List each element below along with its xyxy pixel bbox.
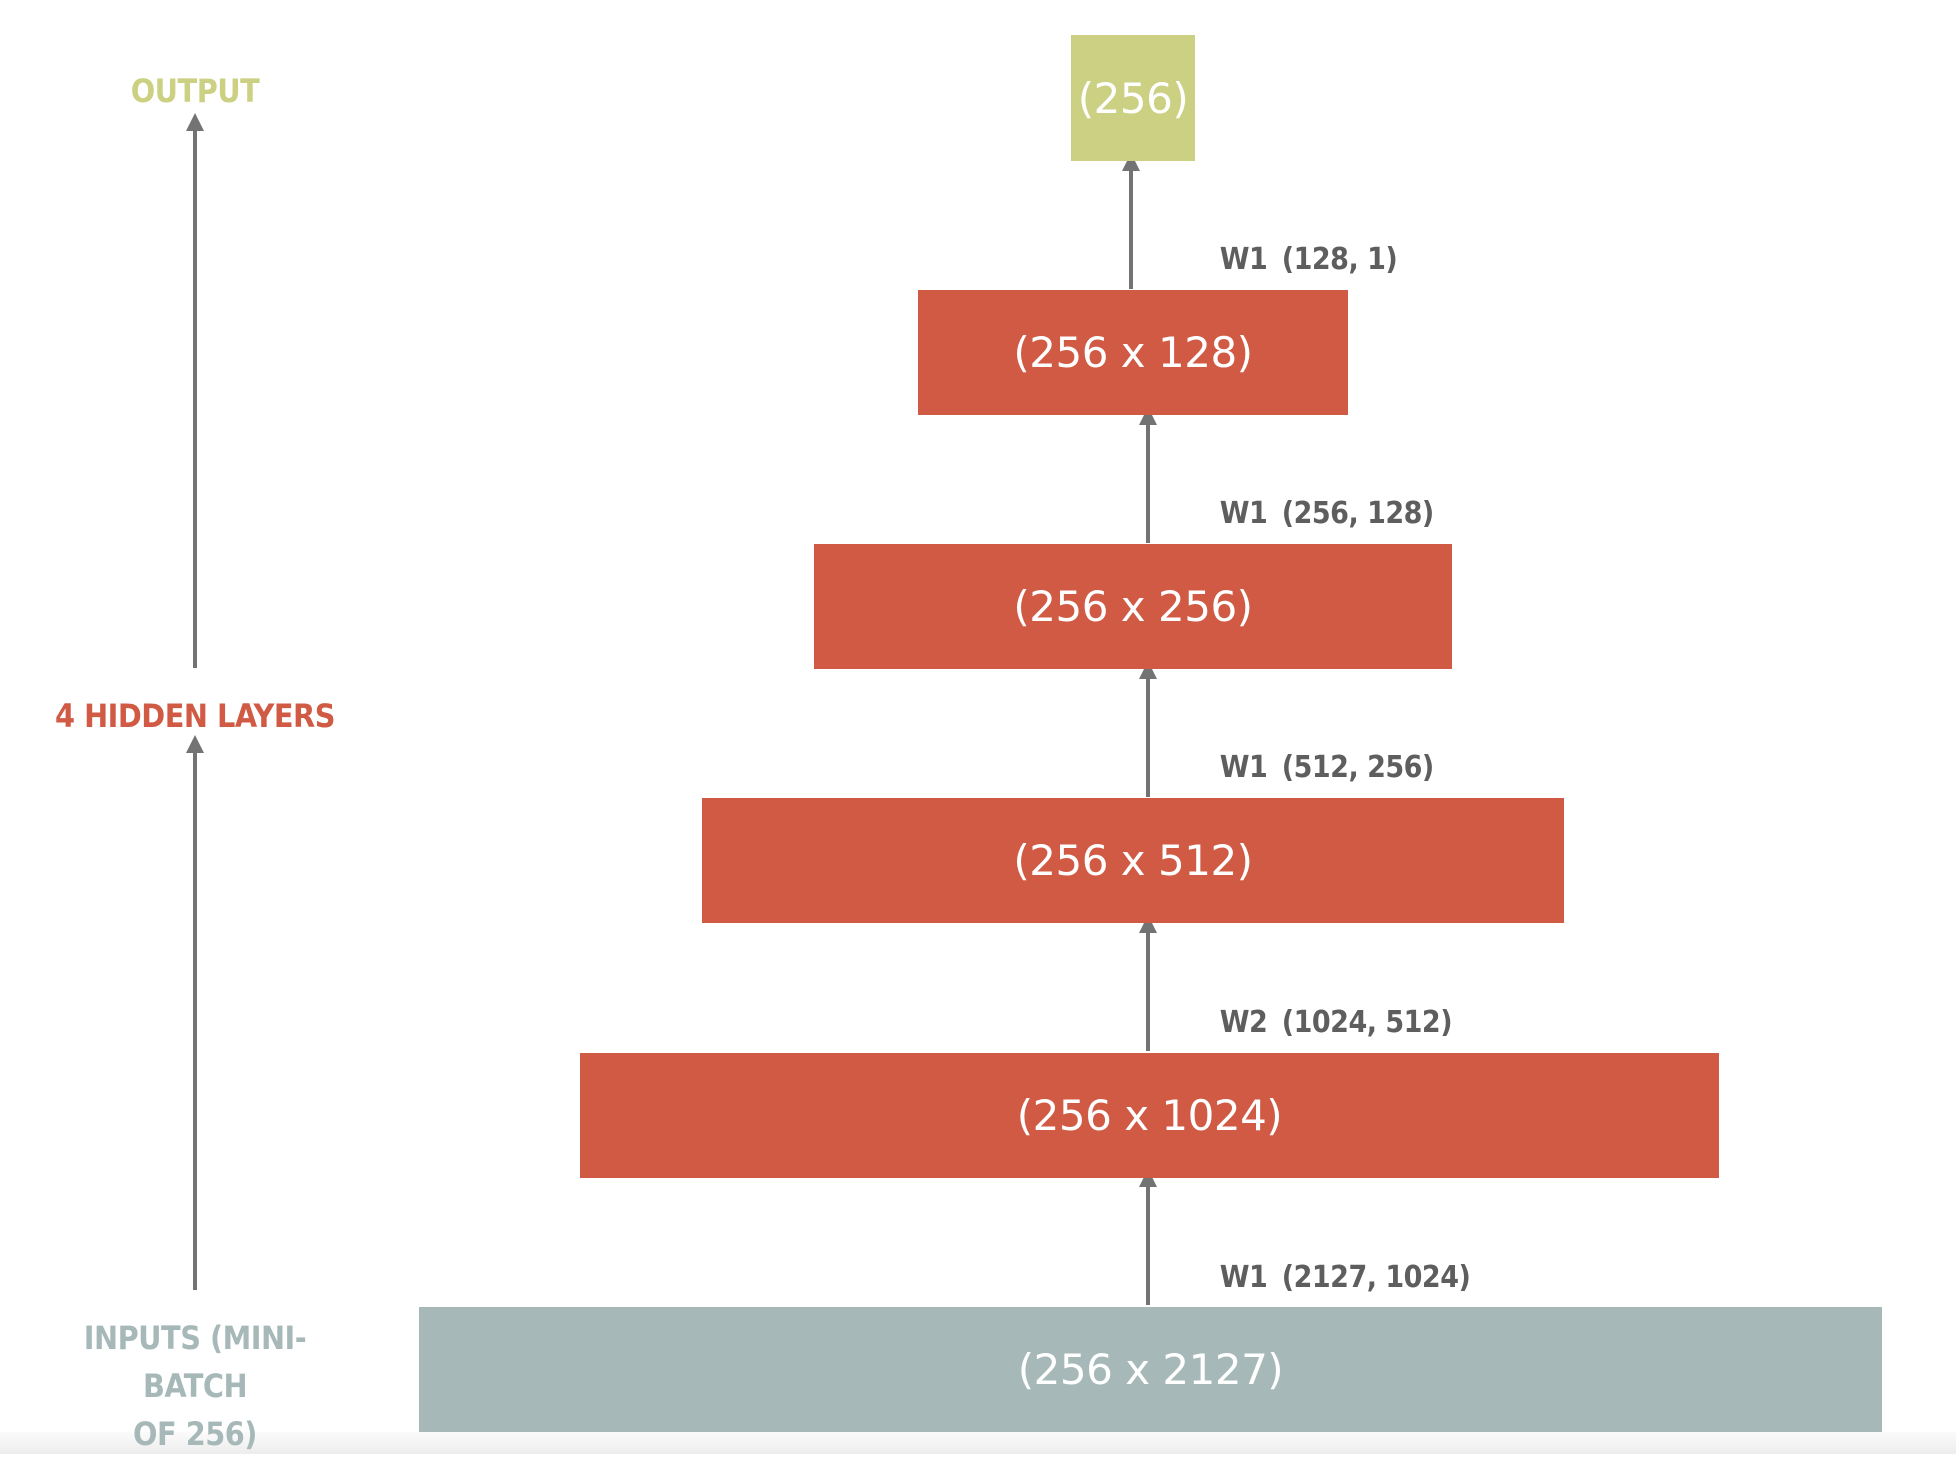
weight-label-hidden2: W1 (512, 256) bbox=[1202, 708, 1435, 788]
hidden-layer-1-box: (256 x 128) bbox=[918, 290, 1348, 415]
hidden-layer-2-box: (256 x 256) bbox=[814, 544, 1452, 669]
output-layer-box: (256) bbox=[1071, 35, 1195, 161]
hidden-layers-side-label-text: 4 HIDDEN LAYERS bbox=[55, 697, 335, 735]
weight-shape: (256, 128) bbox=[1281, 496, 1435, 531]
hidden-layer-4-box: (256 x 1024) bbox=[580, 1053, 1719, 1178]
weight-name: W1 bbox=[1219, 750, 1268, 785]
bottom-strip bbox=[0, 1432, 1956, 1454]
weight-name: W2 bbox=[1219, 1005, 1268, 1040]
inputs-side-label-line2: OF 256) bbox=[133, 1415, 257, 1453]
hidden-layers-side-label: 4 HIDDEN LAYERS bbox=[40, 692, 350, 740]
output-side-label-text: OUTPUT bbox=[130, 72, 260, 110]
weight-name: W1 bbox=[1219, 242, 1268, 277]
hidden-layer-3-label: (256 x 512) bbox=[1013, 836, 1253, 885]
hidden-layer-3-box: (256 x 512) bbox=[702, 798, 1564, 923]
weight-shape: (1024, 512) bbox=[1281, 1005, 1453, 1040]
hidden-layer-2-label: (256 x 256) bbox=[1013, 582, 1253, 631]
inputs-side-label-line1: INPUTS (MINI-BATCH bbox=[83, 1319, 307, 1405]
weight-name: W1 bbox=[1219, 1260, 1268, 1295]
weight-label-input: W1 (2127, 1024) bbox=[1202, 1218, 1471, 1298]
output-side-label: OUTPUT bbox=[40, 67, 350, 115]
weight-shape: (128, 1) bbox=[1281, 242, 1398, 277]
weight-name: W1 bbox=[1219, 496, 1268, 531]
weight-label-hidden3: W2 (1024, 512) bbox=[1202, 963, 1453, 1043]
weight-shape: (2127, 1024) bbox=[1281, 1260, 1471, 1295]
weight-label-hidden1: W1 (256, 128) bbox=[1202, 454, 1435, 534]
input-layer-box: (256 x 2127) bbox=[419, 1307, 1882, 1432]
input-layer-label: (256 x 2127) bbox=[1017, 1345, 1284, 1394]
weight-label-output: W1 (128, 1) bbox=[1202, 200, 1398, 280]
output-layer-label: (256) bbox=[1077, 73, 1189, 123]
hidden-layer-4-label: (256 x 1024) bbox=[1016, 1091, 1283, 1140]
weight-shape: (512, 256) bbox=[1281, 750, 1435, 785]
inputs-side-label: INPUTS (MINI-BATCH OF 256) bbox=[40, 1314, 350, 1458]
hidden-layer-1-label: (256 x 128) bbox=[1013, 328, 1253, 377]
